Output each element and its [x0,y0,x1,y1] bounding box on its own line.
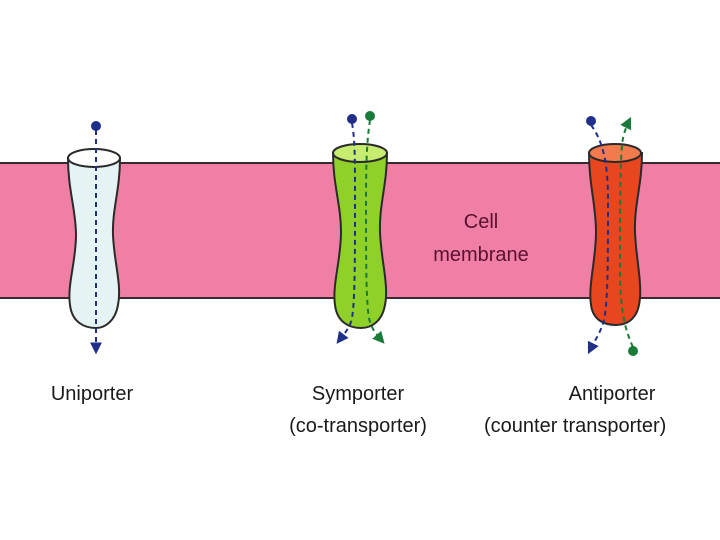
membrane-label-line1: Cell [464,211,498,233]
blue-molecule-icon [347,114,357,124]
blue-molecule-icon [91,121,101,131]
green-molecule-icon [628,346,638,356]
symporter-molecule-paths [336,111,385,344]
membrane-label-line2: membrane [433,244,529,266]
blue-molecule-icon [586,116,596,126]
antiporter-label: Antiporter [569,383,656,405]
antiporter-protein [587,143,644,327]
symporter-protein [331,143,389,330]
uniporter-molecule-path [90,121,102,355]
green-molecule-icon [365,111,375,121]
symporter-label: Symporter [312,383,405,405]
uniporter-label: Uniporter [51,383,134,405]
antiporter-subtitle: (counter transporter) [484,415,666,437]
uniporter-protein [66,148,122,330]
symporter-subtitle: (co-transporter) [289,415,427,437]
antiporter-molecule-paths [586,116,638,356]
